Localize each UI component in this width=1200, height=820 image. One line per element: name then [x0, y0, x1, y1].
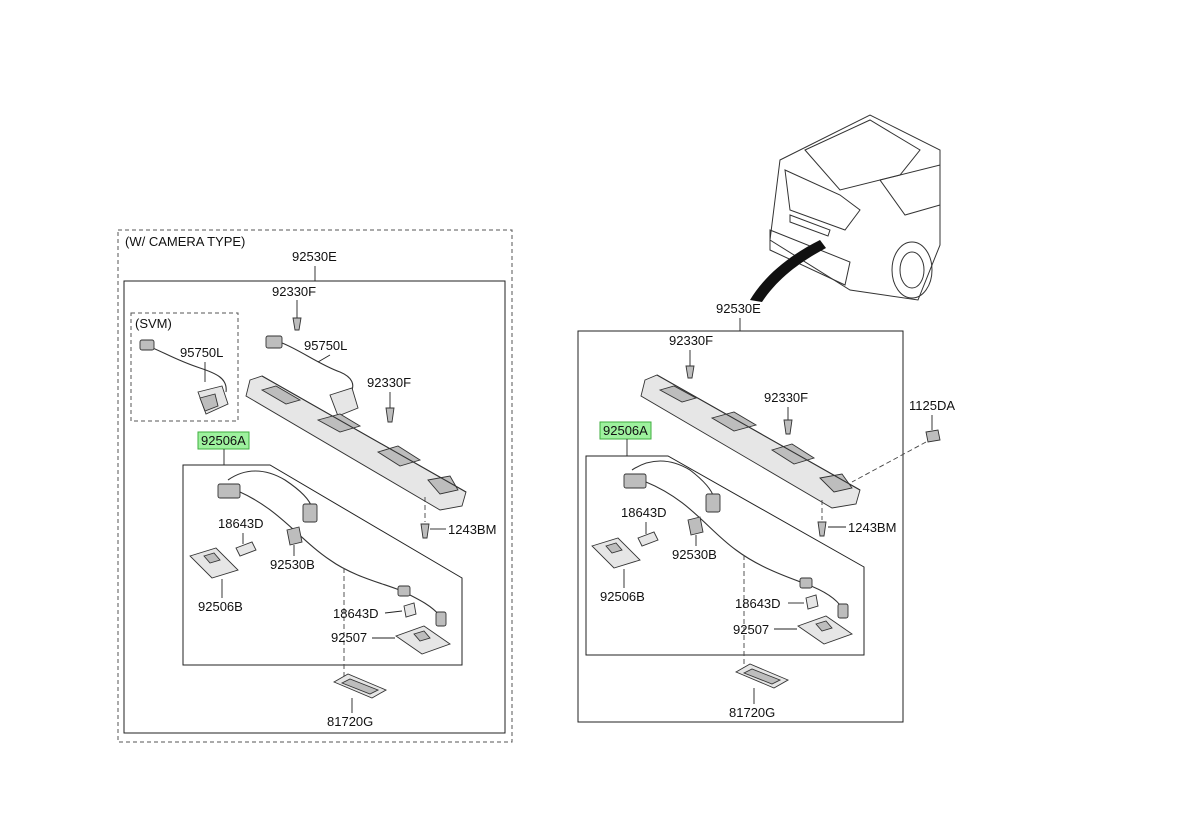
- svm-frame: [130, 312, 239, 422]
- label-18643D-b-left[interactable]: 18643D: [333, 606, 379, 621]
- wiring-harness-right: [623, 460, 849, 670]
- highlight-92506A-right: [599, 421, 652, 440]
- label-92507-left[interactable]: 92507: [331, 630, 367, 645]
- label-81720G-left[interactable]: 81720G: [327, 714, 373, 729]
- label-92330F-top[interactable]: 92330F: [272, 284, 316, 299]
- label-92507-right[interactable]: 92507: [733, 622, 769, 637]
- lens-81720G-left: [332, 673, 388, 699]
- label-18643D-a-right[interactable]: 18643D: [621, 505, 667, 520]
- label-81720G-right[interactable]: 81720G: [729, 705, 775, 720]
- right-panel: 92530E 92330F 92330F 1125DA 1243BM: [577, 301, 955, 723]
- label-92330F-right[interactable]: 92330F: [367, 375, 411, 390]
- clip-92330F-a-right: [685, 365, 695, 379]
- label-1243BM-left[interactable]: 1243BM: [448, 522, 496, 537]
- svm-label: (SVM): [135, 316, 172, 331]
- highlight-92506A-left: [197, 431, 250, 450]
- socket-92530B-right: [687, 516, 704, 536]
- camera-part-95750L: [265, 335, 359, 417]
- label-92330F-a-right[interactable]: 92330F: [669, 333, 713, 348]
- screw-1125DA: [925, 429, 941, 443]
- assembly-label-left[interactable]: 92530E: [292, 249, 337, 264]
- socket-92530B-left: [286, 526, 303, 546]
- lamp-92506B-left: [189, 547, 239, 579]
- label-92506A-right[interactable]: 92506A: [603, 423, 648, 438]
- screw-1243BM-left: [420, 523, 430, 539]
- bulb-18643D-a-right: [637, 531, 659, 547]
- garnish-bar-right: [640, 374, 861, 509]
- harness-frame-right: [585, 455, 865, 656]
- svm-camera-part: [139, 339, 229, 415]
- label-1125DA[interactable]: 1125DA: [909, 398, 955, 413]
- label-92530B-left[interactable]: 92530B: [270, 557, 315, 572]
- harness-frame-left: [182, 464, 463, 666]
- label-92506A-left[interactable]: 92506A: [201, 433, 246, 448]
- lamp-92507-left: [395, 625, 451, 655]
- assembly-frame-right: [577, 330, 904, 723]
- label-92330F-b-right[interactable]: 92330F: [764, 390, 808, 405]
- label-92530B-right[interactable]: 92530B: [672, 547, 717, 562]
- screw-1243BM-right: [817, 521, 827, 537]
- vehicle-rear-illustration: [750, 114, 941, 302]
- camera-type-frame: [117, 229, 513, 743]
- label-92506B-right[interactable]: 92506B: [600, 589, 645, 604]
- camera-type-label: (W/ CAMERA TYPE): [125, 234, 245, 249]
- label-18643D-b-right[interactable]: 18643D: [735, 596, 781, 611]
- bulb-18643D-b-right: [805, 594, 819, 610]
- assembly-frame-left: [123, 280, 506, 734]
- bulb-18643D-b-left: [403, 602, 417, 618]
- label-1243BM-right[interactable]: 1243BM: [848, 520, 896, 535]
- clip-92330F-top: [292, 317, 302, 331]
- wiring-harness-left: [217, 470, 447, 680]
- assembly-label-right[interactable]: 92530E: [716, 301, 761, 316]
- garnish-bar-left: [245, 375, 467, 511]
- label-95750L-svm[interactable]: 95750L: [180, 345, 223, 360]
- location-arrow: [750, 240, 826, 302]
- bulb-18643D-left: [235, 541, 257, 557]
- lamp-92506B-right: [591, 537, 641, 569]
- lens-81720G-right: [734, 663, 790, 689]
- label-92506B-left[interactable]: 92506B: [198, 599, 243, 614]
- clip-92330F-b-right: [783, 419, 793, 435]
- left-panel: (W/ CAMERA TYPE) 92530E (SVM) 95750L 923…: [117, 229, 513, 743]
- clip-92330F-right: [385, 407, 395, 423]
- lamp-92507-right: [797, 615, 853, 645]
- label-18643D-a-left[interactable]: 18643D: [218, 516, 264, 531]
- label-95750L[interactable]: 95750L: [304, 338, 347, 353]
